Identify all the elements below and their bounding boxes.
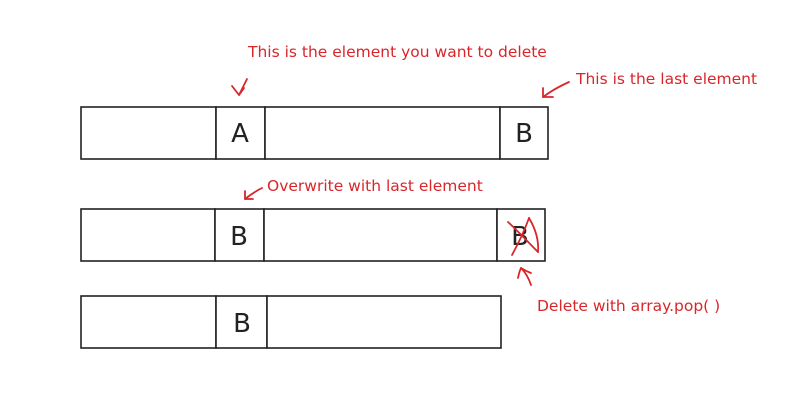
array-cell xyxy=(80,106,217,160)
array-cell xyxy=(215,106,266,160)
array-cell xyxy=(80,208,216,262)
delete-target-label: This is the element you want to delete xyxy=(247,43,547,61)
pop-label: Delete with array.pop( ) xyxy=(537,297,720,315)
array-row-2: B B xyxy=(80,208,546,262)
overwrite-label: Overwrite with last element xyxy=(267,177,483,195)
arrow-left-down-icon xyxy=(542,81,570,98)
cell-value: A xyxy=(231,119,249,149)
array-cell xyxy=(80,295,217,349)
cross-out-mark xyxy=(528,217,540,253)
array-cell xyxy=(214,208,265,262)
arrow-down-icon xyxy=(231,78,248,96)
array-row-3: B xyxy=(80,295,502,349)
array-row-1: A B xyxy=(80,106,549,160)
array-cell xyxy=(266,295,502,349)
cell-value: B xyxy=(233,309,251,339)
last-element-label: This is the last element xyxy=(575,70,757,88)
array-cell xyxy=(264,106,501,160)
array-cell xyxy=(215,295,268,349)
cell-value: B xyxy=(230,222,248,252)
arrow-left-down-icon xyxy=(244,187,263,200)
arrow-up-icon xyxy=(517,267,532,286)
cross-out-mark xyxy=(511,217,530,256)
cell-value: B xyxy=(515,119,533,149)
array-cell xyxy=(263,208,498,262)
array-cell xyxy=(499,106,549,160)
